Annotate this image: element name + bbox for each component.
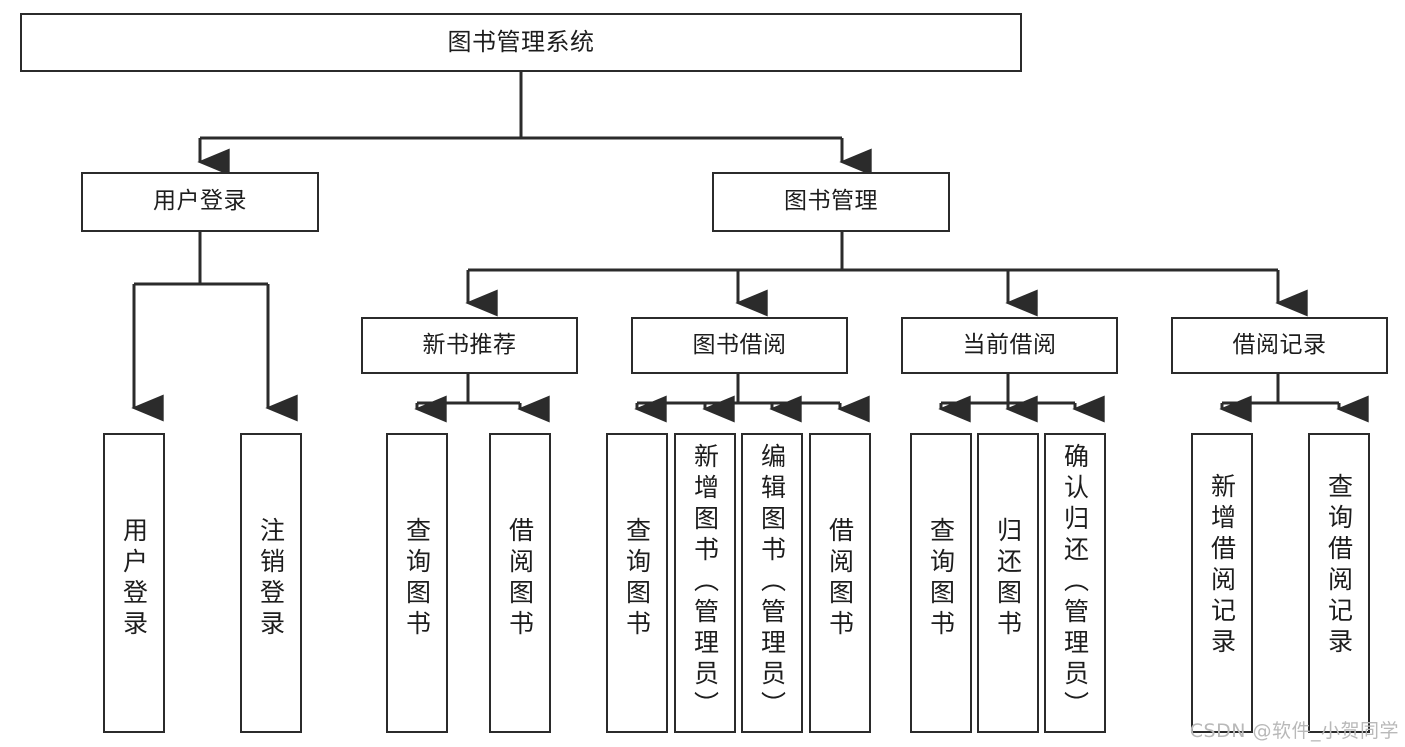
node-label: 用户登录 xyxy=(119,517,149,641)
leaf-user-login-login[interactable]: 用户登录 xyxy=(103,433,165,733)
leaf-current-return-book[interactable]: 归还图书 xyxy=(977,433,1039,733)
node-label: 新书推荐 xyxy=(422,331,517,358)
node-label: 当前借阅 xyxy=(962,331,1057,358)
node-label: 借阅图书 xyxy=(505,517,535,641)
node-label: 查询借阅记录 xyxy=(1324,473,1354,659)
node-label: 图书管理系统 xyxy=(447,28,595,57)
node-label: 查询图书 xyxy=(622,517,652,641)
leaf-current-query-book[interactable]: 查询图书 xyxy=(910,433,972,733)
leaf-record-query-record[interactable]: 查询借阅记录 xyxy=(1308,433,1370,733)
leaf-record-add-record[interactable]: 新增借阅记录 xyxy=(1191,433,1253,733)
node-label: 查询图书 xyxy=(926,517,956,641)
leaf-borrow-add-book-admin[interactable]: 新增图书（管理员） xyxy=(674,433,736,733)
node-root-system[interactable]: 图书管理系统 xyxy=(20,13,1022,72)
node-label: 图书借阅 xyxy=(692,331,787,358)
node-label: 确认归还（管理员） xyxy=(1060,443,1090,722)
leaf-user-login-logout[interactable]: 注销登录 xyxy=(240,433,302,733)
leaf-new-book-query[interactable]: 查询图书 xyxy=(386,433,448,733)
node-user-login[interactable]: 用户登录 xyxy=(81,172,319,232)
node-label: 借阅图书 xyxy=(825,517,855,641)
leaf-current-confirm-return-admin[interactable]: 确认归还（管理员） xyxy=(1044,433,1106,733)
node-new-book-recommend[interactable]: 新书推荐 xyxy=(361,317,578,374)
node-label: 查询图书 xyxy=(402,517,432,641)
node-label: 新增借阅记录 xyxy=(1207,473,1237,659)
node-label: 图书管理 xyxy=(784,188,878,215)
leaf-new-book-borrow[interactable]: 借阅图书 xyxy=(489,433,551,733)
node-label: 归还图书 xyxy=(993,517,1023,641)
node-book-borrow[interactable]: 图书借阅 xyxy=(631,317,848,374)
node-borrow-record[interactable]: 借阅记录 xyxy=(1171,317,1388,374)
node-label: 编辑图书（管理员） xyxy=(757,443,787,722)
node-current-borrow[interactable]: 当前借阅 xyxy=(901,317,1118,374)
node-label: 注销登录 xyxy=(256,517,286,641)
node-label: 借阅记录 xyxy=(1232,331,1327,358)
csdn-watermark: CSDN @软件_小贺同学 xyxy=(1189,720,1399,742)
node-label: 新增图书（管理员） xyxy=(690,443,720,722)
node-book-management[interactable]: 图书管理 xyxy=(712,172,950,232)
node-label: 用户登录 xyxy=(153,188,247,215)
leaf-borrow-borrow-book[interactable]: 借阅图书 xyxy=(809,433,871,733)
leaf-borrow-query-book[interactable]: 查询图书 xyxy=(606,433,668,733)
leaf-borrow-edit-book-admin[interactable]: 编辑图书（管理员） xyxy=(741,433,803,733)
